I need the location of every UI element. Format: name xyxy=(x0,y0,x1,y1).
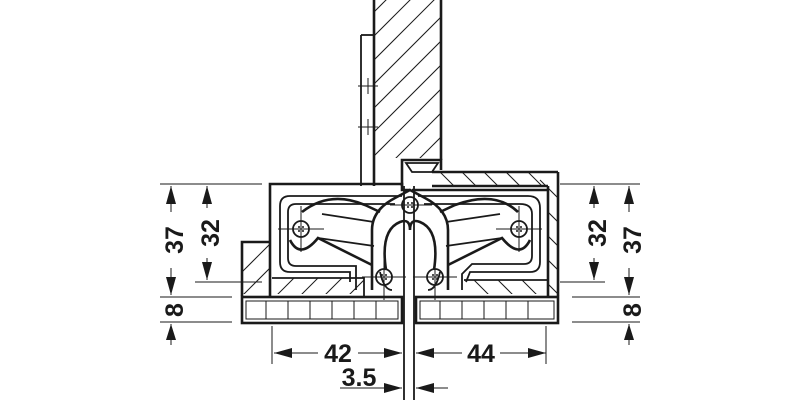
pivot-pins xyxy=(278,196,542,300)
dim-right-total-37: 37 xyxy=(619,226,647,254)
right-dimensions xyxy=(560,183,640,345)
pin-icon xyxy=(413,254,457,300)
screw-icon xyxy=(358,78,378,135)
pin-icon xyxy=(362,254,406,300)
pin-icon xyxy=(278,206,324,252)
pin-icon xyxy=(496,206,542,252)
door-leaf xyxy=(358,0,443,186)
dim-left-body-32: 32 xyxy=(197,219,225,247)
dim-gap-3-5: 3.5 xyxy=(342,364,377,392)
pin-icon xyxy=(390,196,432,214)
hinge-body xyxy=(268,182,548,400)
dim-left-plate-8: 8 xyxy=(161,303,189,317)
left-dimensions xyxy=(160,183,262,345)
dim-right-width-44: 44 xyxy=(467,340,495,368)
dim-left-total-37: 37 xyxy=(161,226,189,254)
cover-plates xyxy=(240,295,560,325)
dim-right-plate-8: 8 xyxy=(619,303,647,317)
bottom-dimensions xyxy=(271,326,547,393)
left-frame xyxy=(240,240,548,296)
dim-left-width-42: 42 xyxy=(324,340,352,368)
dim-right-body-32: 32 xyxy=(584,219,612,247)
